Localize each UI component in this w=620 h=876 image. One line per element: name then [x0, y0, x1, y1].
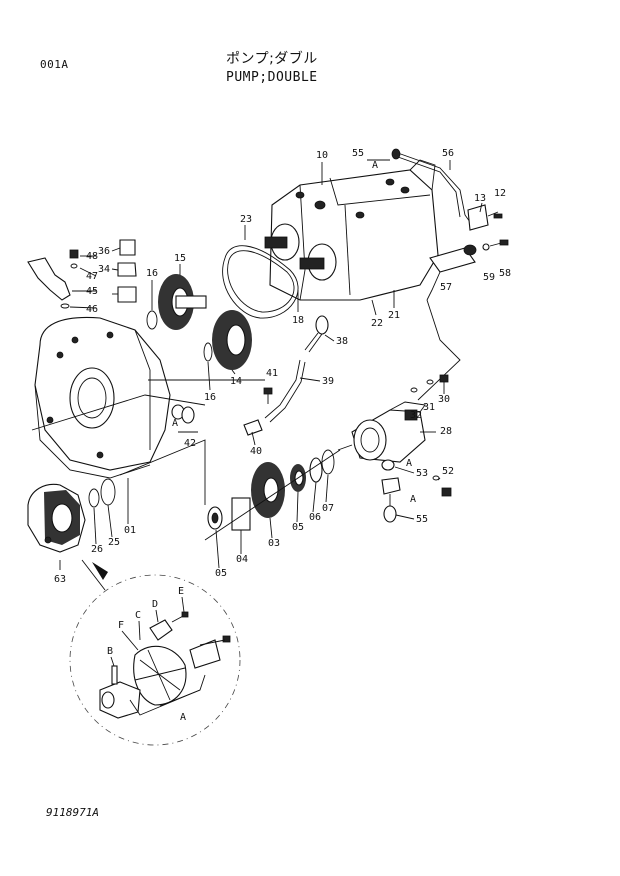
- label-36: 36: [98, 246, 110, 257]
- label-58: 58: [499, 268, 511, 279]
- leader-lines: [69, 159, 483, 667]
- label-47: 47: [86, 271, 98, 282]
- label-39: 39: [322, 376, 334, 387]
- label-45: 45: [86, 286, 98, 297]
- label-55b: 55: [416, 514, 428, 525]
- gear-15: [158, 274, 207, 330]
- label-04: 04: [236, 554, 248, 565]
- coupling: [27, 483, 86, 553]
- label-10: 10: [316, 150, 328, 161]
- label-57: 57: [440, 282, 452, 293]
- label-23: 23: [240, 214, 252, 225]
- label-D: D: [152, 599, 158, 610]
- label-55: 55: [352, 148, 364, 159]
- label-16b: 16: [204, 392, 216, 403]
- label-05b: 05: [215, 568, 227, 579]
- label-03: 03: [268, 538, 280, 549]
- label-63: 63: [54, 574, 66, 585]
- label-05: 05: [292, 522, 304, 533]
- page-id: 001A: [40, 58, 69, 71]
- label-46: 46: [86, 304, 98, 315]
- label-25: 25: [108, 537, 120, 548]
- label-13: 13: [474, 193, 486, 204]
- label-A3: A: [406, 458, 412, 469]
- label-07: 07: [322, 503, 334, 514]
- label-21: 21: [388, 310, 400, 321]
- label-38: 38: [336, 336, 348, 347]
- label-F: F: [118, 620, 124, 631]
- label-B: B: [107, 646, 113, 657]
- label-30: 30: [438, 394, 450, 405]
- label-34: 34: [98, 264, 110, 275]
- label-01: 01: [124, 525, 136, 536]
- label-56: 56: [442, 148, 454, 159]
- label-42: 42: [184, 438, 196, 449]
- gear-14: [212, 310, 252, 370]
- label-26: 26: [91, 544, 103, 555]
- label-32: 32: [410, 410, 422, 421]
- label-53: 53: [416, 468, 428, 479]
- label-A2: A: [172, 418, 178, 429]
- label-A-detail: A: [180, 712, 186, 723]
- label-15: 15: [174, 253, 186, 264]
- label-14: 14: [230, 376, 242, 387]
- label-22: 22: [371, 318, 383, 329]
- part-labels: 10 55 A 56 13 12 23 36 48 47 45 46 34 16…: [54, 148, 511, 723]
- label-28: 28: [440, 426, 452, 437]
- flywheel-housing: [34, 316, 185, 479]
- label-18: 18: [292, 315, 304, 326]
- label-52: 52: [442, 466, 454, 477]
- pump-body: [264, 159, 439, 301]
- label-31: 31: [423, 402, 435, 413]
- label-06: 06: [309, 512, 321, 523]
- gear-pump: [351, 401, 426, 463]
- label-A: A: [372, 160, 378, 171]
- label-A4: A: [410, 494, 416, 505]
- label-12: 12: [494, 188, 506, 199]
- label-16: 16: [146, 268, 158, 279]
- title-japanese: ポンプ;ダブル: [226, 51, 318, 67]
- label-41: 41: [266, 368, 278, 379]
- document-number: 9118971A: [46, 806, 99, 819]
- label-E: E: [178, 586, 184, 597]
- label-40: 40: [250, 446, 262, 457]
- title-english: PUMP;DOUBLE: [226, 70, 318, 85]
- label-C: C: [135, 610, 141, 621]
- label-48: 48: [86, 251, 98, 262]
- coupling-detail: [99, 611, 231, 719]
- label-59: 59: [483, 272, 495, 283]
